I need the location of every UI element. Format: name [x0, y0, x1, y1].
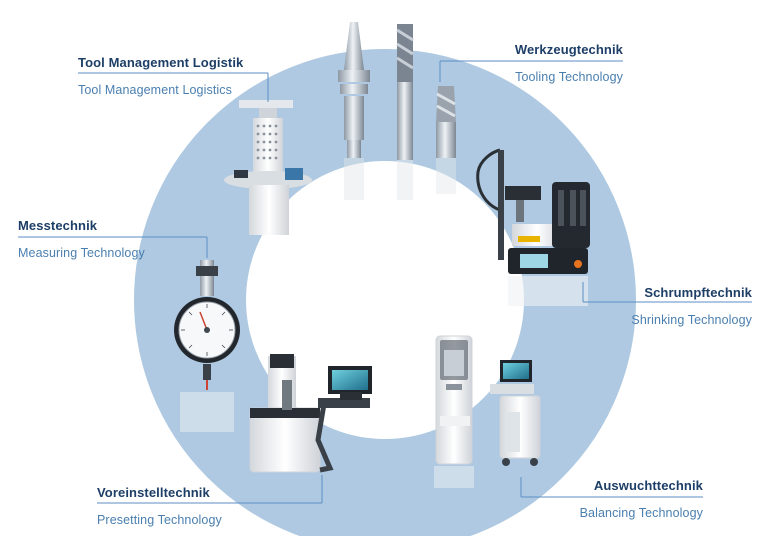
balancing-machine-icon [434, 335, 541, 488]
segment-title-en: Tool Management Logistics [78, 83, 232, 97]
segment-shrinking: Schrumpftechnik Shrinking Technology [631, 285, 752, 327]
segment-title-de: Auswuchttechnik [593, 478, 703, 493]
tool-holders-icon [338, 22, 456, 200]
segment-measuring: Messtechnik Measuring Technology [18, 218, 145, 260]
segment-balancing: Auswuchttechnik Balancing Technology [580, 478, 703, 520]
segment-tool-management: Tool Management Logistik Tool Management… [78, 55, 243, 97]
segment-title-en: Balancing Technology [579, 506, 703, 520]
segment-tooling: Werkzeugtechnik Tooling Technology [515, 42, 623, 84]
segment-title-de: Voreinstelltechnik [97, 485, 210, 500]
tool-storage-tower-icon [224, 100, 312, 235]
segment-title-de: Tool Management Logistik [78, 55, 244, 70]
segment-title-de: Messtechnik [18, 218, 98, 233]
segment-presetting: Voreinstelltechnik Presetting Technology [97, 485, 222, 527]
segment-title-en: Presetting Technology [97, 513, 222, 527]
segment-title-en: Shrinking Technology [631, 313, 752, 327]
presetting-machine-icon [249, 354, 372, 473]
segment-title-de: Schrumpftechnik [644, 285, 752, 300]
segment-title-en: Tooling Technology [515, 70, 623, 84]
segment-title-de: Werkzeugtechnik [514, 42, 623, 57]
shrink-fit-machine-icon [476, 148, 590, 306]
connectors [18, 60, 752, 504]
dial-indicator-icon [174, 260, 240, 432]
segment-title-en: Measuring Technology [18, 246, 145, 260]
